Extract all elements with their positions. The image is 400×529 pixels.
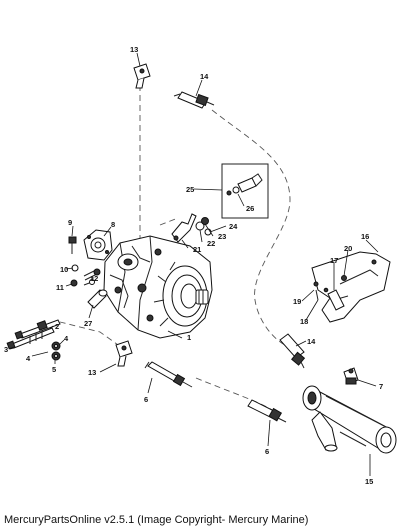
nuts-4-5 (51, 341, 61, 361)
leader-lines (9, 52, 379, 476)
callout-20: 20 (344, 244, 352, 253)
callout-23: 23 (218, 232, 226, 241)
callout-16: 16 (361, 232, 369, 241)
transmission-housing (103, 235, 213, 339)
callout-21: 21 (193, 245, 201, 254)
callout-7: 7 (379, 382, 383, 391)
sender-6-left (144, 361, 193, 388)
detail-box-25 (221, 163, 269, 219)
callout-22: 22 (207, 239, 215, 248)
callout-11: 11 (56, 283, 64, 292)
callout-4-left: 4 (26, 354, 31, 363)
callout-2: 2 (55, 322, 59, 331)
parts-diagram: 13 14 9 8 10 11 12 27 2 3 4 4 5 1 13 6 2… (4, 45, 397, 486)
small-parts-left (70, 264, 101, 287)
callout-13-bottom: 13 (88, 368, 96, 377)
sender-6-right (247, 399, 287, 423)
oil-cooler-15 (302, 385, 397, 454)
callout-14-top: 14 (200, 72, 209, 81)
sender-7 (343, 367, 359, 385)
bolt-10 (68, 236, 77, 254)
callout-8: 8 (111, 220, 115, 229)
callout-18: 18 (300, 317, 308, 326)
callout-3: 3 (4, 345, 8, 354)
bracket-16 (311, 251, 391, 323)
callout-19: 19 (293, 297, 301, 306)
callout-27: 27 (84, 319, 92, 328)
callout-24: 24 (229, 222, 238, 231)
callout-5: 5 (52, 365, 56, 374)
sender-14-lower (279, 333, 306, 369)
callout-1: 1 (187, 333, 191, 342)
callout-17: 17 (330, 256, 338, 265)
copyright-footer: MercuryPartsOnline v2.5.1 (Image Copyrig… (4, 514, 309, 526)
elbow-fitting-13-upper (133, 63, 151, 89)
callout-10: 9 (68, 218, 72, 227)
callout-14-bottom: 14 (307, 337, 316, 346)
callout-numbers: 13 14 9 8 10 11 12 27 2 3 4 4 5 1 13 6 2… (4, 45, 383, 486)
studs-2-3 (6, 319, 61, 350)
callout-6-left: 6 (144, 395, 148, 404)
plug-27 (87, 289, 108, 309)
washers-22-24 (195, 217, 212, 236)
callout-13-top: 13 (130, 45, 138, 54)
flange-plate (83, 229, 113, 261)
bracket-21 (171, 213, 197, 243)
callout-15: 15 (365, 477, 373, 486)
callout-9: 10 (60, 265, 68, 274)
callout-12: 12 (90, 274, 98, 283)
elbow-fitting-13-lower (115, 340, 133, 367)
callout-4-right: 4 (64, 334, 69, 343)
sender-14-upper (173, 91, 215, 109)
callout-25: 25 (186, 185, 194, 194)
callout-26: 26 (246, 204, 254, 213)
callout-6-right: 6 (265, 447, 269, 456)
